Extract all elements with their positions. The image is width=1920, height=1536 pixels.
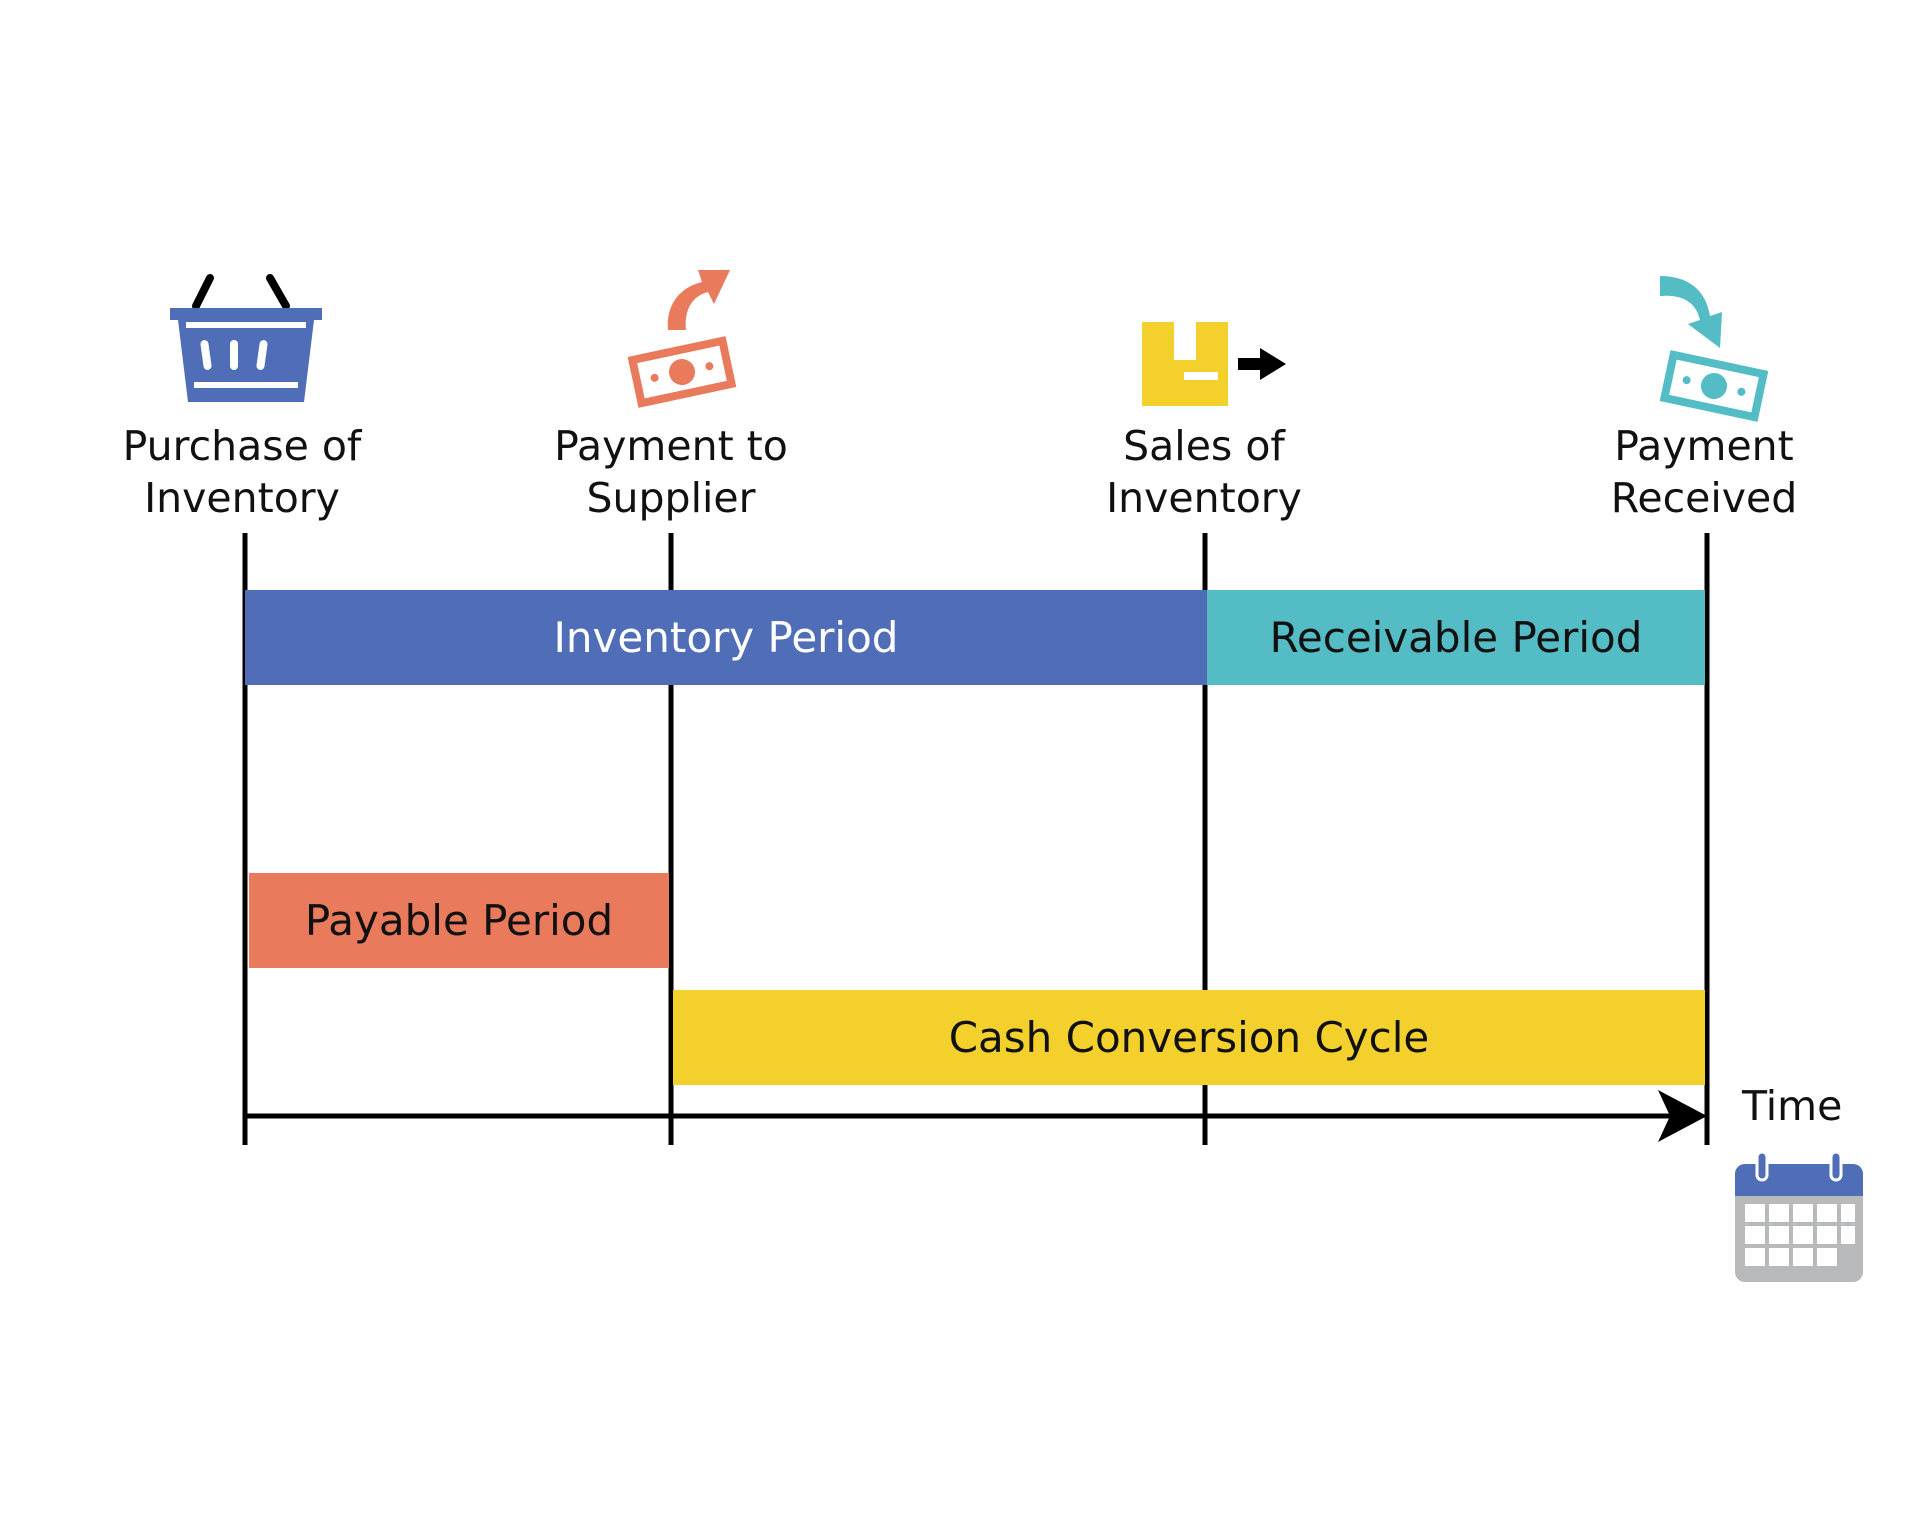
milestone-label-payment-received-line2: Received bbox=[1610, 474, 1798, 522]
milestone-label-purchase: Purchase of Inventory bbox=[123, 420, 362, 524]
milestone-label-payment-supplier: Payment to Supplier bbox=[554, 420, 788, 524]
milestone-label-payment-received-line1: Payment bbox=[1614, 422, 1794, 470]
shopping-basket-icon bbox=[170, 274, 322, 402]
money-in-icon bbox=[1659, 276, 1769, 422]
milestone-label-payment-received: Payment Received bbox=[1611, 420, 1798, 524]
receivable-period-label: Receivable Period bbox=[1269, 613, 1643, 662]
payable-period-label: Payable Period bbox=[304, 896, 614, 945]
milestone-label-payment-supplier-line1: Payment to bbox=[554, 422, 788, 470]
time-axis-arrowhead bbox=[1658, 1090, 1707, 1142]
inventory-period-bar: Inventory Period bbox=[245, 590, 1207, 685]
payable-period-bar: Payable Period bbox=[249, 873, 669, 968]
milestone-label-sales: Sales of Inventory bbox=[1106, 420, 1302, 524]
milestone-label-purchase-line2: Inventory bbox=[144, 474, 340, 522]
milestone-label-payment-supplier-line2: Supplier bbox=[586, 474, 756, 522]
inventory-period-label: Inventory Period bbox=[553, 613, 899, 662]
time-axis-label: Time bbox=[1742, 1082, 1843, 1130]
calendar-icon bbox=[1735, 1150, 1863, 1282]
milestone-label-purchase-line1: Purchase of bbox=[122, 422, 362, 470]
milestone-label-sales-line1: Sales of bbox=[1123, 422, 1285, 470]
receivable-period-bar: Receivable Period bbox=[1207, 590, 1705, 685]
milestone-label-sales-line2: Inventory bbox=[1106, 474, 1302, 522]
money-out-icon bbox=[627, 270, 737, 408]
cash-conversion-cycle-bar: Cash Conversion Cycle bbox=[673, 990, 1705, 1085]
package-shipping-icon bbox=[1142, 322, 1286, 406]
cash-conversion-cycle-label: Cash Conversion Cycle bbox=[948, 1013, 1430, 1062]
